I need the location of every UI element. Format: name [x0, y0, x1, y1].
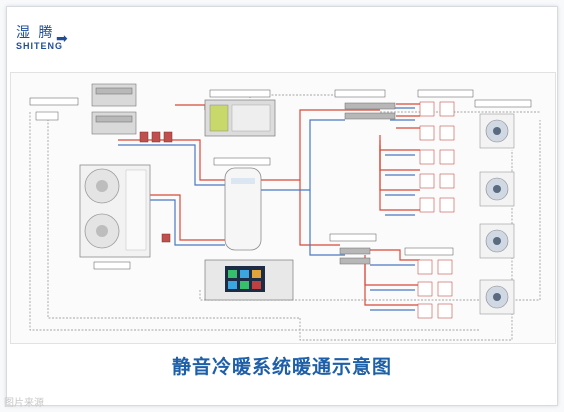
- component-labels: [29, 89, 532, 270]
- valve-cluster: [139, 131, 173, 243]
- brand-name-cn: 湿 腾: [16, 25, 55, 41]
- floor-heating-coils-lower: [417, 259, 453, 319]
- ceiling-cassette-units: [479, 113, 515, 315]
- diagram-title: 静音冷暖系统暖通示意图: [171, 356, 392, 378]
- control-panel: [204, 259, 294, 301]
- fan-coil-units: [91, 83, 137, 135]
- water-storage-tank: [224, 167, 262, 251]
- return-pipes: [118, 107, 415, 311]
- brand-logo: 湿 腾 SHITENG ➡: [16, 22, 106, 58]
- outdoor-heat-pump-unit: [79, 164, 151, 258]
- brand-name-en: SHITENG: [16, 41, 64, 51]
- floor-heating-coils-upper: [419, 101, 455, 213]
- wall-sensor: [35, 111, 59, 121]
- fresh-air-unit: [204, 99, 276, 137]
- source-watermark: 图片来源: [4, 398, 44, 409]
- water-manifolds: [339, 102, 396, 265]
- arrow-right-icon: ➡: [56, 31, 68, 47]
